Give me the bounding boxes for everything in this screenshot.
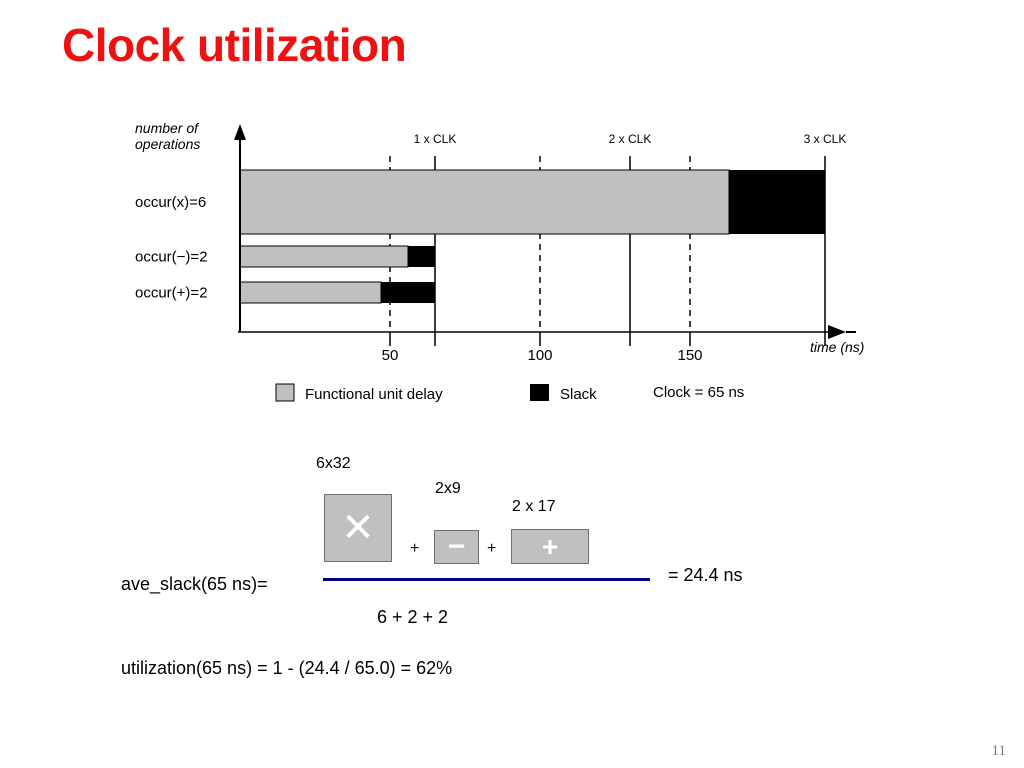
slack-bar xyxy=(408,246,435,267)
plus-operator-2: + xyxy=(487,540,497,557)
legend-delay-label: Functional unit delay xyxy=(305,386,443,403)
axes-layer xyxy=(234,124,856,339)
delay-bar xyxy=(239,281,382,304)
y-axis-label-line1: number of xyxy=(135,120,200,136)
slack-bar xyxy=(729,170,825,234)
mult-label: 6x32 xyxy=(316,455,351,472)
multiply-icon: ✕ xyxy=(341,506,375,550)
clock-label: 3 x CLK xyxy=(804,132,847,146)
slide-title: Clock utilization xyxy=(62,19,407,71)
x-axis-arrow-icon xyxy=(828,325,846,339)
row-labels: occur(x)=6 occur(−)=2 occur(+)=2 xyxy=(135,194,208,302)
x-axis-label: time (ns) xyxy=(810,339,864,355)
x-tick-label: 50 xyxy=(382,347,399,364)
delay-bar xyxy=(239,245,409,268)
formula-result: = 24.4 ns xyxy=(668,565,743,585)
page-number: 11 xyxy=(991,743,1006,759)
row-label: occur(+)=2 xyxy=(135,285,208,302)
clock-label: 1 x CLK xyxy=(414,132,457,146)
minus-label: 2x9 xyxy=(435,480,461,497)
plus-icon: + xyxy=(541,530,559,562)
row-label: occur(x)=6 xyxy=(135,194,206,211)
y-axis-arrow-icon xyxy=(234,124,246,140)
subtractor-unit-box: − xyxy=(434,530,479,564)
clock-labels: 1 x CLK 2 x CLK 3 x CLK xyxy=(414,132,847,146)
x-tick-label: 100 xyxy=(527,347,552,364)
timing-chart: number of operations time (ns) occur(x)=… xyxy=(135,120,864,403)
legend: Functional unit delay Slack Clock = 65 n… xyxy=(275,383,744,403)
legend-slack-label: Slack xyxy=(560,386,597,403)
legend-delay-swatch xyxy=(275,383,295,402)
row-label: occur(−)=2 xyxy=(135,249,208,266)
minus-icon: − xyxy=(447,530,466,563)
delay-bar xyxy=(239,169,730,235)
x-tick-label: 150 xyxy=(677,347,702,364)
plus-operator-1: + xyxy=(410,540,420,557)
adder-unit-box: + xyxy=(511,529,589,564)
y-axis-label-line2: operations xyxy=(135,136,200,152)
formula-lhs: ave_slack(65 ns)= xyxy=(121,574,268,594)
plus-label: 2 x 17 xyxy=(512,498,556,515)
formula-denominator: 6 + 2 + 2 xyxy=(377,607,449,627)
multiplier-unit-box: ✕ xyxy=(324,494,392,562)
slack-bar xyxy=(381,282,435,303)
clock-label: 2 x CLK xyxy=(609,132,652,146)
utilization-formula: utilization(65 ns) = 1 - (24.4 / 65.0) =… xyxy=(121,658,453,678)
tick-labels: 50 100 150 xyxy=(382,347,703,364)
legend-clock-label: Clock = 65 ns xyxy=(653,384,744,401)
legend-slack-swatch xyxy=(530,384,549,401)
fraction-line xyxy=(323,578,650,581)
bars-layer xyxy=(239,169,825,304)
